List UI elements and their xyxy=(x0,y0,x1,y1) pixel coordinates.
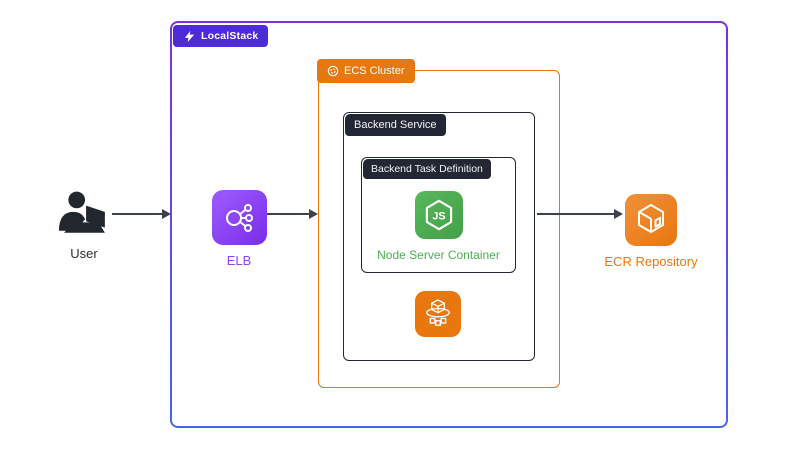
ecr-repository-label: ECR Repository xyxy=(604,254,698,269)
localstack-logo-icon xyxy=(184,30,195,42)
user-label: User xyxy=(70,246,98,261)
backend-service-badge-label: Backend Service xyxy=(354,119,437,131)
ecs-cluster-badge-label: ECS Cluster xyxy=(344,65,405,77)
ecs-ring-icon xyxy=(327,65,339,77)
ecs-cluster-boundary: ECS Cluster Backend Service Backend Task… xyxy=(317,59,560,388)
backend-service-boundary: Backend Service Backend Task Definition … xyxy=(343,112,535,361)
arrow-backend-to-ecr xyxy=(537,213,615,215)
user-node: User xyxy=(44,190,124,261)
elb-label: ELB xyxy=(226,253,252,268)
nodejs-js-letters: JS xyxy=(432,211,445,223)
localstack-badge-label: LocalStack xyxy=(201,30,259,42)
backend-task-definition-boundary: Backend Task Definition JS Node Server C… xyxy=(361,157,516,273)
ecs-containers-icon xyxy=(415,291,461,337)
backend-task-definition-badge-label: Backend Task Definition xyxy=(371,163,483,175)
backend-service-badge: Backend Service xyxy=(345,114,446,136)
backend-task-definition-badge: Backend Task Definition xyxy=(363,159,491,179)
node-server-container-label: Node Server Container xyxy=(377,248,500,262)
ecs-cluster-badge: ECS Cluster xyxy=(317,59,415,83)
localstack-boundary-inner: LocalStack ELB xyxy=(172,23,726,426)
container-registry-cube-icon xyxy=(625,194,677,246)
node-server-container-node: JS Node Server Container xyxy=(362,158,515,272)
person-at-laptop-icon xyxy=(58,191,105,233)
elb-node: ELB xyxy=(194,190,284,268)
localstack-badge: LocalStack xyxy=(173,25,269,47)
localstack-boundary: LocalStack ELB xyxy=(170,21,728,428)
arrow-user-to-localstack xyxy=(112,213,163,215)
ecr-node: ECR Repository xyxy=(593,194,709,269)
arrow-elb-to-ecs-cluster xyxy=(267,213,310,215)
load-balancer-icon xyxy=(211,190,267,245)
nodejs-hexagon-icon: JS xyxy=(414,191,463,239)
